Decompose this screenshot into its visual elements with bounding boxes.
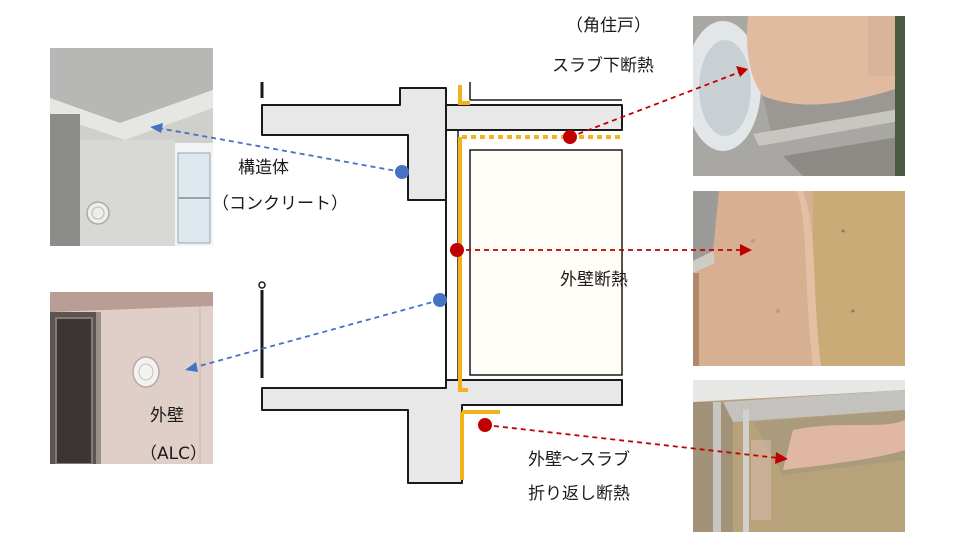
photo-structure-concrete — [50, 48, 213, 246]
leader-arrows — [157, 71, 779, 459]
photo-return-insulation — [693, 380, 905, 532]
label-wall-to-slab: 外壁～スラブ — [528, 450, 630, 470]
photo-wall-insulation — [693, 191, 905, 366]
marker-structure — [395, 165, 409, 179]
marker-alc — [433, 293, 447, 307]
label-slab-underside-insulation: スラブ下断熱 — [552, 56, 654, 76]
photo-slab-insulation — [693, 16, 905, 176]
label-alc: （ALC） — [140, 444, 207, 464]
arrow-heads — [150, 66, 788, 464]
marker-wall-insulation — [450, 243, 464, 257]
label-return-insulation: 折り返し断熱 — [528, 484, 630, 504]
label-concrete: （コンクリート） — [212, 194, 348, 214]
label-exterior-wall: 外壁 — [150, 406, 184, 426]
label-wall-insulation: 外壁断熱 — [560, 270, 628, 290]
label-corner-unit: （角住戸） — [566, 16, 651, 36]
photo-alc-wall — [50, 292, 213, 464]
marker-return-insulation — [478, 418, 492, 432]
label-structure: 構造体 — [238, 158, 289, 178]
room-interior — [469, 149, 623, 376]
insulation-lines — [458, 85, 500, 480]
marker-slab-insulation — [563, 130, 577, 144]
